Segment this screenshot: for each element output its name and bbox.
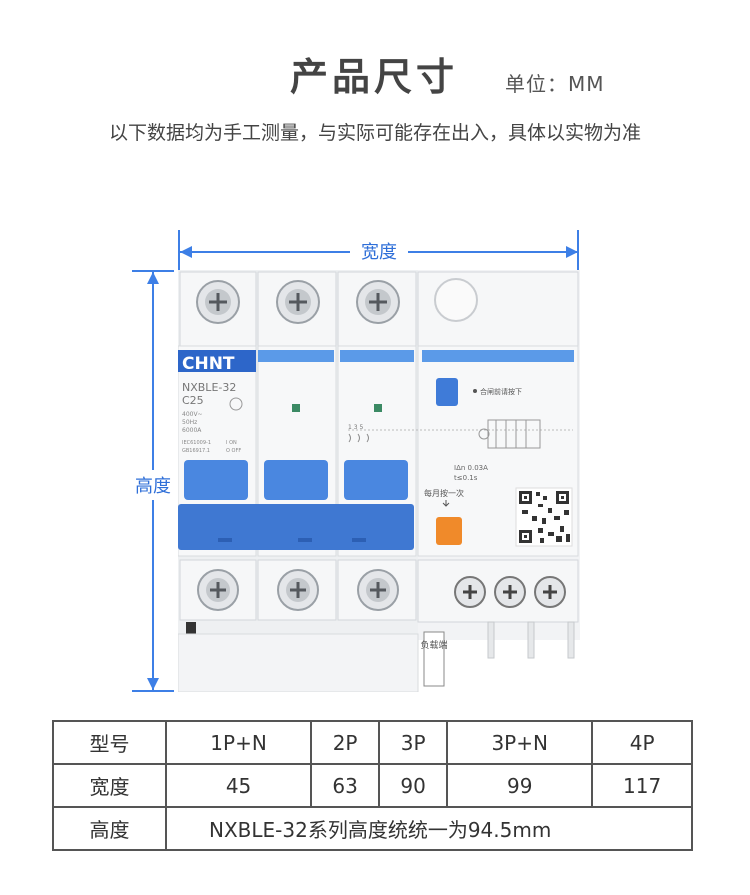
table-cell: 1P+N	[164, 720, 313, 765]
table-cell: 90	[378, 763, 449, 808]
height-arrow-top-icon	[147, 272, 159, 284]
height-dimension-bottom-tick	[132, 690, 174, 692]
width-dimension-left-tick	[178, 230, 180, 272]
bottom-screw-icon	[197, 569, 566, 611]
table-cell-height-value: NXBLE-32系列高度统统一为94.5mm	[165, 806, 693, 851]
table-header-height: 高度	[52, 806, 167, 851]
table-cell: 2P	[310, 720, 381, 765]
top-screw-icon	[196, 278, 478, 324]
load-side-label: 负载端	[420, 639, 447, 651]
table-header-width: 宽度	[52, 763, 167, 808]
off-label: O OFF	[226, 448, 241, 454]
unit-label: 单位：MM	[505, 72, 605, 96]
table-cell: 63	[310, 763, 381, 808]
rating-label: C25	[182, 394, 204, 407]
trip-time-label: t≤0.1s	[454, 474, 478, 482]
measurement-note: 以下数据均为手工测量，与实际可能存在出入，具体以实物为准	[108, 122, 641, 144]
table-cell: 4P	[591, 720, 693, 765]
on-label: I ON	[226, 440, 237, 446]
table-cell: 3P	[378, 720, 449, 765]
terminal-marks: 1 3 5	[348, 424, 363, 431]
spec-line: 400V~	[182, 411, 203, 418]
height-dimension-label: 高度	[130, 470, 176, 500]
standard-line: GB16917.1	[182, 448, 210, 454]
table-cell: 3P+N	[446, 720, 594, 765]
page-title: 产品尺寸	[290, 55, 459, 99]
width-arrow-left-icon	[180, 246, 192, 258]
table-row: 宽度 45 63 90 99 117	[52, 763, 693, 808]
width-arrow-right-icon	[566, 246, 578, 258]
qr-code-icon	[515, 487, 573, 547]
test-button[interactable]	[436, 517, 462, 545]
table-cell: 117	[591, 763, 693, 808]
table-cell: 45	[164, 763, 313, 808]
spec-table: 型号 1P+N 2P 3P 3P+N 4P 宽度 45 63 90 99 117…	[52, 720, 693, 851]
width-dimension-label: 宽度	[350, 238, 408, 264]
height-dimension-top-tick	[132, 270, 174, 272]
residual-current-label: IΔn 0.03A	[454, 464, 488, 472]
table-header-model: 型号	[52, 720, 167, 765]
width-dimension-right-tick	[577, 230, 579, 272]
brand-logo: CHNT	[182, 354, 235, 374]
spec-line: 6000A	[182, 427, 202, 434]
circuit-breaker-image: CHNT NXBLE-32 C25 400V~ 50Hz 6000A IEC61…	[178, 270, 580, 692]
table-row: 型号 1P+N 2P 3P 3P+N 4P	[52, 720, 693, 765]
table-row: 高度 NXBLE-32系列高度统统一为94.5mm	[52, 806, 693, 851]
spec-line: 50Hz	[182, 419, 197, 426]
table-cell: 99	[446, 763, 594, 808]
reset-hint: 合闸前请按下	[480, 387, 522, 396]
model-label: NXBLE-32	[182, 381, 236, 394]
standard-line: IEC61009-1	[182, 440, 211, 446]
height-arrow-bottom-icon	[147, 678, 159, 690]
test-hint: 每月按一次	[424, 488, 464, 498]
